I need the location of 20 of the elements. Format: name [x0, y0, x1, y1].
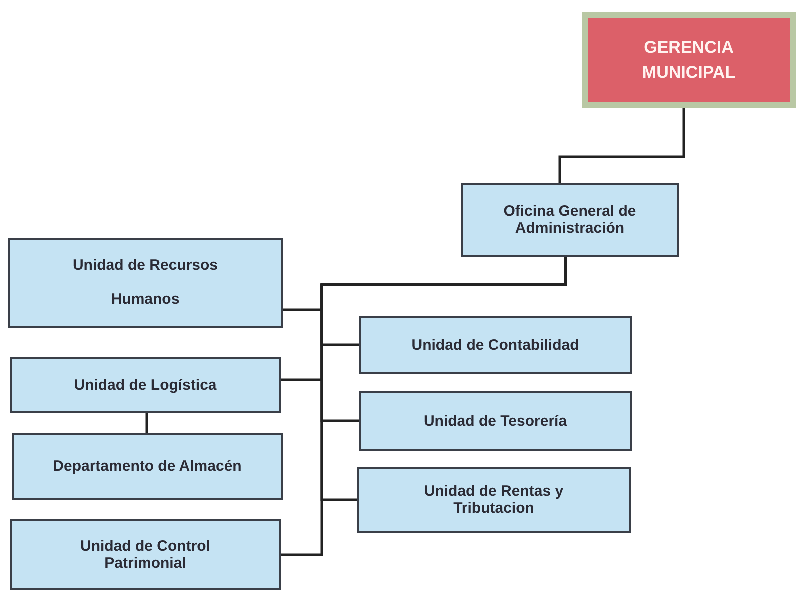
unit-box	[10, 519, 281, 590]
unit-box	[10, 357, 281, 413]
unit-name: Oficina General de Administración	[502, 203, 638, 237]
unit-box	[8, 238, 283, 328]
unit-box	[461, 183, 679, 257]
connector-line	[558, 108, 686, 183]
unit-name: Unidad de Recursos Humanos	[72, 256, 220, 310]
unit-name: Unidad de Rentas y Tributacion	[423, 483, 565, 517]
header-box	[582, 12, 796, 108]
unit-box	[357, 467, 631, 533]
unit-name: Unidad de Contabilidad	[412, 336, 580, 354]
unit-box	[359, 391, 632, 451]
unit-box	[12, 433, 283, 500]
unit-box	[359, 316, 632, 374]
unit-name: Departamento de Almacén	[53, 458, 242, 475]
unit-name: Unidad de Tesorería	[424, 412, 568, 430]
unit-name: GERENCIA MUNICIPAL	[641, 36, 737, 84]
unit-name: Unidad de Control Patrimonial	[80, 538, 212, 572]
connector-line	[146, 413, 148, 433]
unit-name: Unidad de Logística	[74, 376, 217, 394]
